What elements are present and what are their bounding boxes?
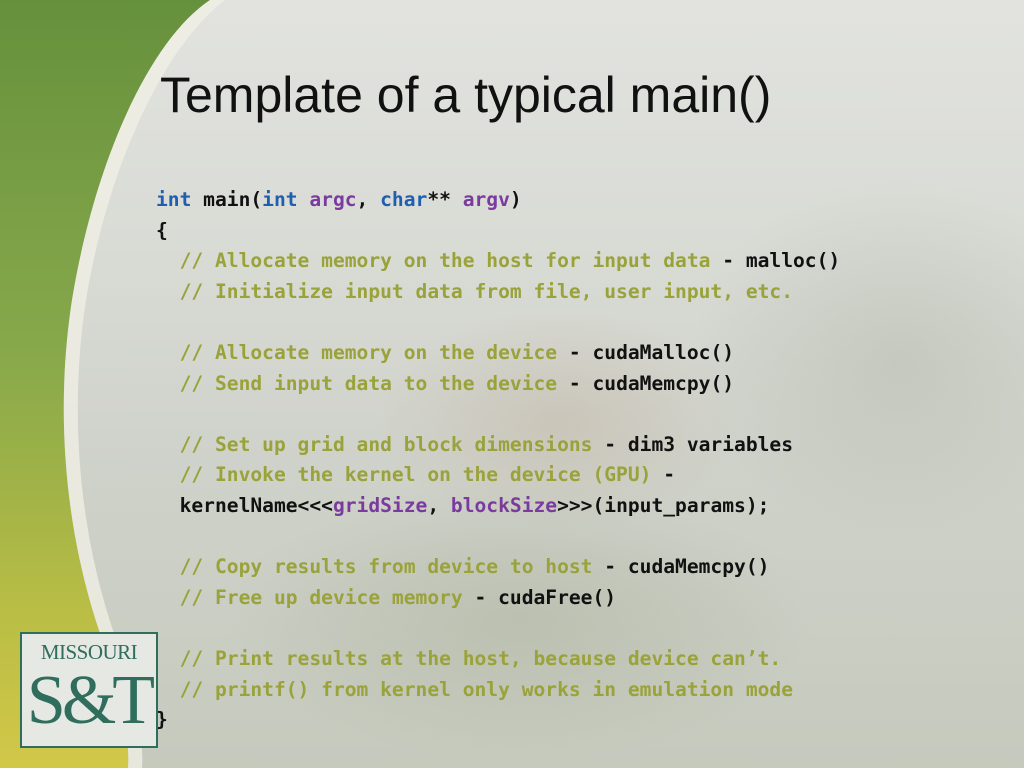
code-parameter: blockSize — [450, 493, 558, 517]
code-line: // Copy results from device to host - cu… — [156, 552, 840, 583]
code-text: main( — [191, 188, 263, 211]
code-comment: // Invoke the kernel on the device (GPU) — [156, 463, 652, 487]
code-line: // Allocate memory on the host for input… — [156, 246, 841, 277]
code-line: // Allocate memory on the device - cudaM… — [156, 338, 840, 369]
code-text: >>>(input_params); — [557, 493, 770, 517]
code-line: } — [156, 705, 840, 736]
code-block: int main(int argc, char** argv){ // Allo… — [156, 185, 840, 736]
code-text: - cudaFree() — [462, 585, 617, 609]
code-text: } — [156, 708, 168, 732]
code-comment: // Copy results from device to host — [156, 555, 593, 579]
code-line: // Send input data to the device - cudaM… — [156, 369, 840, 400]
code-text: - — [651, 463, 676, 487]
code-line: // printf() from kernel only works in em… — [156, 675, 840, 706]
code-line: // Print results at the host, because de… — [156, 644, 840, 675]
code-parameter: argc — [309, 188, 357, 211]
code-comment: // Set up grid and block dimensions — [156, 432, 593, 456]
code-text: ) — [509, 188, 522, 211]
code-comment: // Send input data to the device — [156, 371, 558, 395]
code-line: // Set up grid and block dimensions - di… — [156, 430, 840, 461]
code-keyword: int — [156, 188, 192, 211]
code-text: - cudaMemcpy() — [592, 555, 770, 579]
code-line: // Free up device memory - cudaFree() — [156, 583, 840, 614]
code-comment: // Allocate memory on the host for input… — [156, 249, 711, 273]
code-comment: // Print results at the host, because de… — [156, 646, 782, 670]
code-text: - dim3 variables — [592, 432, 794, 456]
code-line — [156, 307, 840, 338]
code-line: int main(int argc, char** argv) — [156, 185, 840, 216]
code-line: // Initialize input data from file, user… — [156, 277, 840, 308]
code-comment: // Allocate memory on the device — [156, 340, 558, 364]
code-line — [156, 522, 840, 553]
code-line — [156, 399, 840, 430]
code-parameter: argv — [462, 188, 510, 211]
code-keyword: int — [262, 188, 298, 211]
code-comment: // Initialize input data from file, user… — [156, 279, 794, 303]
code-line — [156, 613, 840, 644]
code-line: { — [156, 216, 840, 247]
code-text: , — [356, 188, 381, 211]
code-comment: // Free up device memory — [156, 585, 463, 609]
missouri-st-logo: MISSOURI S&T — [20, 632, 158, 748]
code-text: - cudaMalloc() — [557, 340, 735, 364]
code-text: , — [427, 493, 451, 517]
logo-top-text: MISSOURI — [40, 640, 138, 664]
code-line: kernelName<<<gridSize, blockSize>>>(inpu… — [156, 491, 840, 522]
logo-bottom-text: S&T — [26, 662, 155, 739]
code-text: - malloc() — [710, 249, 841, 273]
code-parameter: gridSize — [332, 493, 428, 517]
code-text: kernelName<<< — [156, 493, 333, 517]
code-text: - cudaMemcpy() — [557, 371, 735, 395]
code-text: ** — [427, 188, 463, 211]
slide-title: Template of a typical main() — [160, 67, 772, 123]
code-comment: // printf() from kernel only works in em… — [156, 677, 794, 701]
code-keyword: char — [380, 188, 428, 211]
code-text — [298, 188, 310, 211]
code-text: { — [156, 218, 168, 242]
code-line: // Invoke the kernel on the device (GPU)… — [156, 460, 840, 491]
